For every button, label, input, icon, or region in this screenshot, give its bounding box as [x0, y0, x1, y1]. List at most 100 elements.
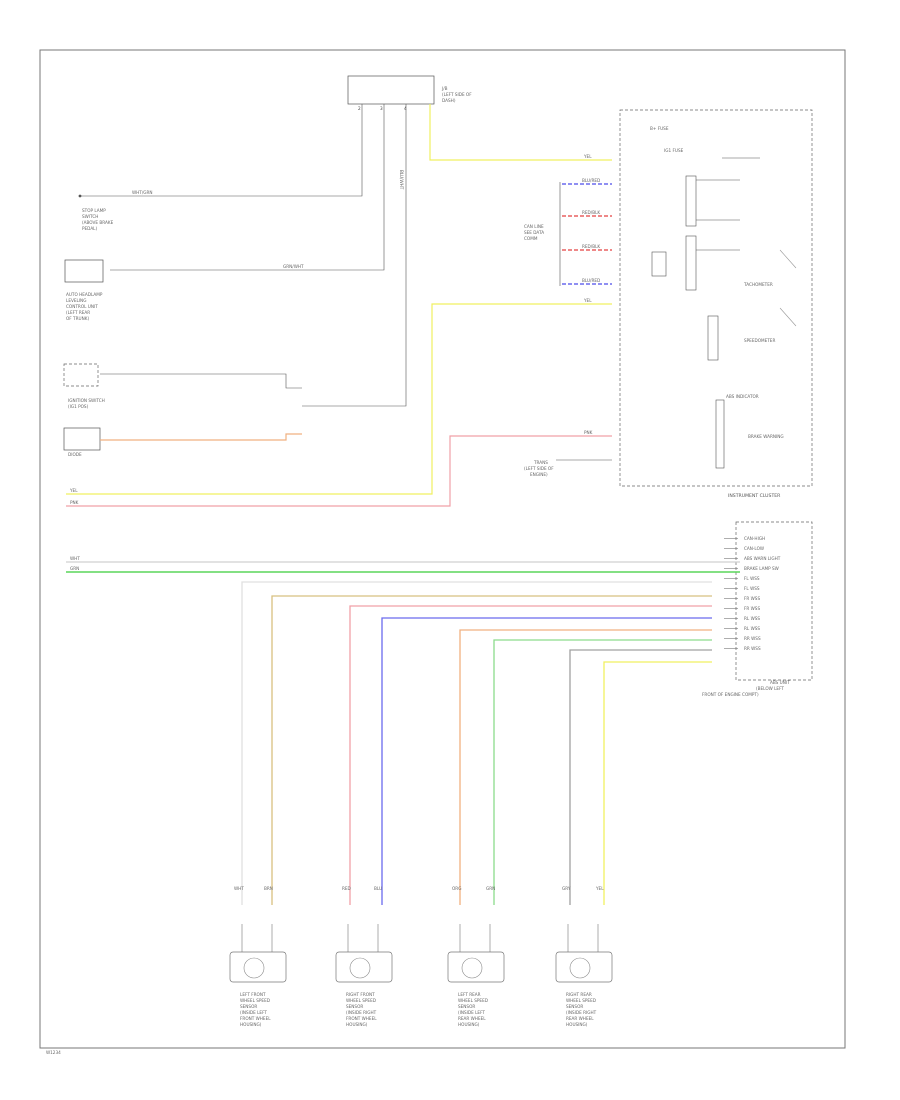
svg-text:ABS UNIT: ABS UNIT	[770, 680, 790, 685]
svg-text:YEL: YEL	[69, 488, 78, 493]
sensor-name-line: FRONT WHEEL	[240, 1016, 271, 1021]
sensor-name-line: HOUSING)	[346, 1022, 368, 1027]
sensor-wire-label: BLU	[374, 886, 382, 891]
svg-text:PEDAL): PEDAL)	[82, 226, 98, 231]
sensor-wire	[349, 605, 712, 905]
svg-text:3: 3	[380, 106, 383, 111]
sensor-body	[229, 951, 287, 983]
svg-text:(LEFT SIDE OF: (LEFT SIDE OF	[524, 466, 554, 471]
abs-pin-label: RL WSS	[744, 616, 760, 621]
abs-pin-labels: CAN-HIGH CAN-LOW ABS WARN LIGHT BRAKE LAMP …	[724, 536, 781, 651]
abs-pin-label: RR WSS	[744, 646, 761, 651]
sensor-name-line: SENSOR	[566, 1004, 583, 1009]
svg-text:FRONT OF ENGINE COMPT): FRONT OF ENGINE COMPT)	[702, 692, 759, 697]
sensor-wire	[493, 639, 712, 905]
svg-text:SPEEDOMETER: SPEEDOMETER	[744, 338, 775, 343]
diagram-frame	[39, 49, 846, 1049]
sensor-wire-label: GRN	[486, 886, 495, 891]
can-bus-bundle: CAN LINE SEE DATA COMM BLU/RED RED/BLK R…	[524, 178, 612, 286]
abs-pin-label: FR WSS	[744, 606, 760, 611]
sensor-name-line: HOUSING)	[458, 1022, 480, 1027]
svg-text:WHT: WHT	[70, 556, 80, 561]
svg-text:SEE DATA: SEE DATA	[524, 230, 544, 235]
svg-text:PNK: PNK	[584, 430, 593, 435]
sensor-wire-label: ORG	[452, 886, 461, 891]
wire-trans: TRANS (LEFT SIDE OF ENGINE)	[524, 459, 612, 477]
svg-text:IG1 FUSE: IG1 FUSE	[664, 148, 684, 153]
sensor-wire-label: WHT	[234, 886, 244, 891]
junction-block: J/B (LEFT SIDE OF DASH) 2 3 4	[347, 75, 472, 111]
sensor-name-line: (INSIDE LEFT	[240, 1010, 267, 1015]
wire-green-abs: GRN	[66, 566, 740, 573]
sensor-name-line: SENSOR	[346, 1004, 363, 1009]
sensor-name-line: (INSIDE LEFT	[458, 1010, 485, 1015]
auto-headlamp-unit: AUTO HEADLAMP LEVELING CONTROL UNIT (LEF…	[64, 259, 104, 321]
sensor-name-line: WHEEL SPEED	[346, 998, 376, 1003]
sensor-name-line: (INSIDE RIGHT	[566, 1010, 597, 1015]
sensor-wire	[569, 649, 712, 905]
wire-headlamp-level: GRN/WHT	[110, 104, 385, 271]
svg-text:INSTRUMENT CLUSTER: INSTRUMENT CLUSTER	[728, 493, 781, 499]
svg-text:CAN LINE: CAN LINE	[524, 224, 544, 229]
svg-text:DIODE: DIODE	[68, 452, 82, 457]
sensor-name-line: LEFT FRONT	[240, 992, 266, 997]
svg-text:(BELOW LEFT: (BELOW LEFT	[756, 686, 784, 691]
diode: DIODE	[63, 427, 302, 457]
abs-pin-label: CAN-HIGH	[744, 536, 765, 541]
instrument-cluster: INSTRUMENT CLUSTER B+ FUSE IG1 FUSE TACH…	[619, 109, 813, 499]
svg-text:BLU/RED: BLU/RED	[582, 178, 600, 183]
abs-pin-label: FL WSS	[744, 586, 760, 591]
svg-text:PNK: PNK	[70, 500, 79, 505]
svg-text:B+ FUSE: B+ FUSE	[650, 126, 669, 131]
svg-text:BRAKE WARNING: BRAKE WARNING	[748, 434, 784, 439]
svg-text:COMM: COMM	[524, 236, 538, 241]
wire-pink-main: PNK PNK	[66, 430, 612, 507]
abs-pin-label: RR WSS	[744, 636, 761, 641]
svg-text:CONTROL UNIT: CONTROL UNIT	[66, 304, 98, 309]
svg-text:STOP LAMP: STOP LAMP	[82, 208, 106, 213]
svg-text:(LEFT REAR: (LEFT REAR	[66, 310, 90, 315]
svg-text:ABS INDICATOR: ABS INDICATOR	[726, 394, 759, 399]
sensor-wire-label: BRN	[264, 886, 273, 891]
sensor-name-line: HOUSING)	[566, 1022, 588, 1027]
svg-text:SWITCH: SWITCH	[82, 214, 98, 219]
wire-yellow-top: YEL	[429, 104, 612, 161]
svg-text:4: 4	[404, 106, 407, 111]
abs-pin-label: CAN-LOW	[744, 546, 764, 551]
sensor-name-line: FRONT WHEEL	[346, 1016, 377, 1021]
sensor-name-line: RIGHT FRONT	[346, 992, 375, 997]
svg-text:BLU/RED: BLU/RED	[582, 278, 600, 283]
sensor-wire	[381, 617, 712, 905]
sensor-coil-icon	[243, 957, 265, 979]
sensor-body	[447, 951, 505, 983]
svg-text:TRANS: TRANS	[533, 460, 548, 465]
svg-text:2: 2	[358, 106, 361, 111]
svg-text:GRN/WHT: GRN/WHT	[283, 264, 304, 269]
svg-text:GRN: GRN	[70, 566, 79, 571]
sensor-coil-icon	[461, 957, 483, 979]
sensor-coil-icon	[349, 957, 371, 979]
wire-white-abs: WHT	[66, 556, 740, 563]
sensor-wire-label: RED	[342, 886, 351, 891]
svg-text:(IG1 POS): (IG1 POS)	[68, 404, 89, 409]
sensor-wire	[459, 629, 712, 905]
svg-text:(ABOVE BRAKE: (ABOVE BRAKE	[82, 220, 114, 225]
sensor-wire	[603, 661, 712, 905]
svg-text:ENGINE): ENGINE)	[530, 472, 548, 477]
abs-pin-label: RL WSS	[744, 626, 760, 631]
sensor-body	[555, 951, 613, 983]
svg-text:BLU/WHT: BLU/WHT	[399, 170, 404, 190]
abs-pin-label: ABS WARN LIGHT	[744, 556, 781, 561]
svg-text:RED/BLK: RED/BLK	[582, 210, 600, 215]
sensor-body	[335, 951, 393, 983]
stop-lamp-switch: STOP LAMP SWITCH (ABOVE BRAKE PEDAL)	[78, 194, 114, 231]
svg-text:AUTO HEADLAMP: AUTO HEADLAMP	[66, 292, 103, 297]
svg-text:OF TRUNK): OF TRUNK)	[66, 316, 89, 321]
svg-text:RED/BLK: RED/BLK	[582, 244, 600, 249]
abs-unit: ABS UNIT (BELOW LEFT FRONT OF ENGINE COM…	[702, 521, 813, 697]
footer-code: W1234	[46, 1050, 61, 1055]
abs-pin-label: BRAKE LAMP SW	[744, 566, 779, 571]
sensor-wire	[241, 581, 712, 905]
